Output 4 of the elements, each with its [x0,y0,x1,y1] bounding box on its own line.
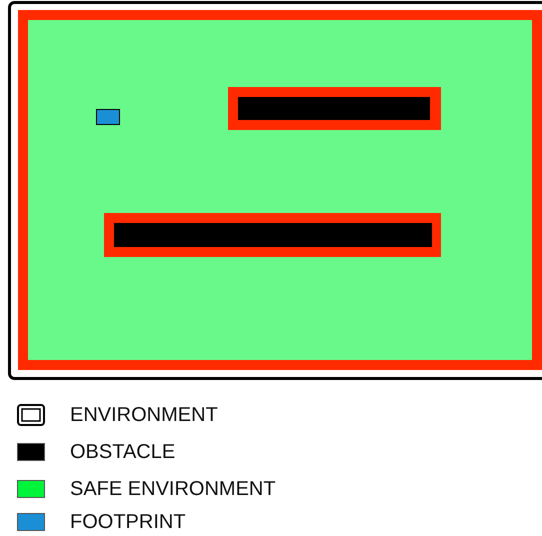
legend-label: SAFE ENVIRONMENT [70,477,276,501]
legend-label: ENVIRONMENT [70,403,218,427]
legend-label: OBSTACLE [70,440,176,464]
legend-label: FOOTPRINT [70,510,186,534]
